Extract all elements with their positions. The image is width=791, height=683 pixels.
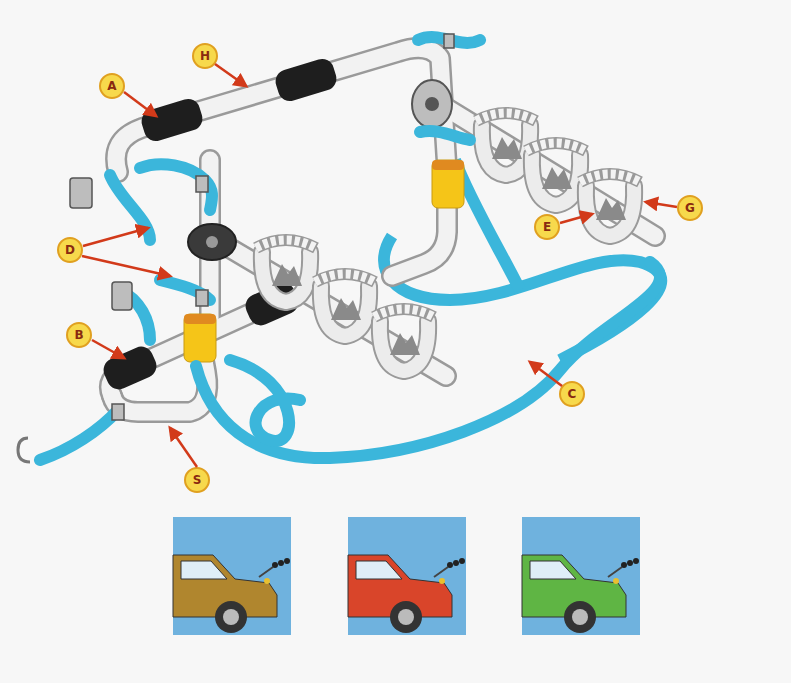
leader-arrows-part: [92, 340, 124, 358]
callout-letter: G: [679, 197, 701, 219]
leader-arrows-part: [124, 92, 156, 116]
hubs-part: [188, 224, 236, 260]
tubes-part: [116, 48, 447, 172]
vehicle-thumbnails: [173, 517, 640, 635]
buckles-part: [18, 438, 30, 462]
pivots: [184, 160, 464, 362]
leader-arrows-part: [560, 214, 592, 223]
straps-front-part: [196, 262, 660, 458]
vehicle-thumbnails-part: [173, 517, 291, 635]
pivots-part: [432, 160, 464, 170]
buckles-part: [112, 282, 132, 310]
hubs-part: [412, 80, 452, 128]
cradles-part: [374, 309, 434, 371]
buckles-part: [196, 176, 208, 192]
pivots-part: [184, 314, 216, 324]
foam-pads-part: [273, 56, 340, 104]
leader-arrows-part: [646, 202, 677, 207]
straps-front-part: [40, 410, 118, 460]
leader-arrows-part: [530, 362, 562, 386]
cradles-part: [256, 240, 316, 302]
pivots-part: [432, 160, 464, 208]
callout-letter: S: [186, 469, 208, 491]
buckles-part: [70, 178, 92, 208]
cradles-part: [315, 274, 375, 336]
straps-front-part: [140, 164, 212, 210]
hubs: [188, 80, 452, 260]
pivots-part: [184, 314, 216, 362]
cradles-part: [580, 174, 640, 236]
callout-discs-part: [193, 44, 217, 68]
callout-discs-part: [67, 323, 91, 347]
leader-arrows-part: [82, 256, 170, 276]
leader-arrows-part: [170, 428, 197, 467]
callout-letter: D: [59, 239, 81, 261]
hubs-part: [425, 97, 439, 111]
callout-discs: [58, 44, 702, 492]
straps-front-part: [230, 360, 300, 441]
buckles: [18, 34, 454, 462]
vehicle-thumbnails-part: [522, 517, 640, 635]
tubes-part: [392, 200, 447, 276]
callout-discs-part: [560, 382, 584, 406]
leader-arrows-part: [215, 64, 246, 86]
tubes-part: [392, 200, 447, 276]
straps-front: [40, 37, 660, 460]
callout-discs-part: [678, 196, 702, 220]
hubs-part: [206, 236, 218, 248]
foam-pads: [100, 56, 340, 393]
cradles: [256, 113, 640, 371]
callout-discs-part: [185, 468, 209, 492]
callout-letter: A: [101, 75, 123, 97]
callout-letter: H: [194, 45, 216, 67]
vehicle-thumbnails-part: [348, 517, 466, 635]
tubes-part: [216, 240, 446, 376]
buckles-part: [112, 404, 124, 420]
callout-letter: E: [536, 216, 558, 238]
callout-discs-part: [100, 74, 124, 98]
leader-arrows-part: [83, 228, 148, 246]
buckles-part: [444, 34, 454, 48]
callout-discs-part: [535, 215, 559, 239]
straps-front-part: [420, 131, 470, 140]
foam-pads-part: [139, 96, 206, 144]
callout-letter: B: [68, 324, 90, 346]
callout-letter: C: [561, 383, 583, 405]
callout-discs-part: [58, 238, 82, 262]
tubes-part: [116, 48, 447, 172]
leader-arrows: [82, 64, 677, 467]
buckles-part: [196, 290, 208, 306]
